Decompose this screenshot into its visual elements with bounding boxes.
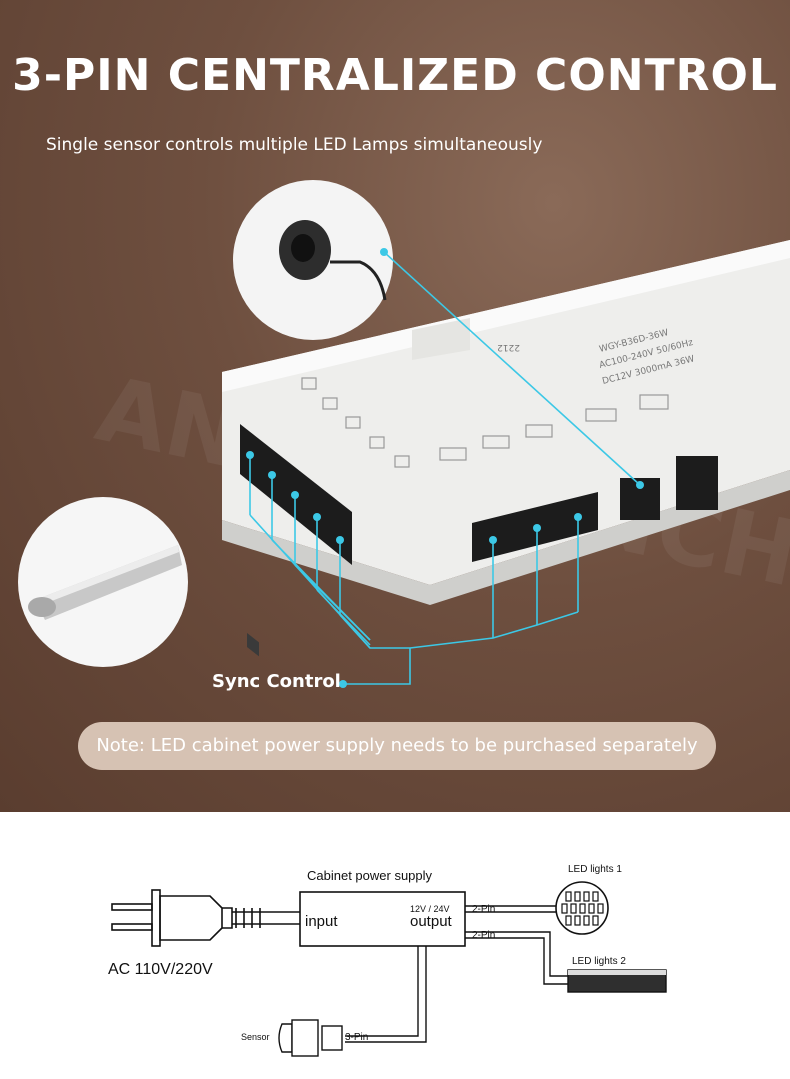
sensor-icon bbox=[278, 1019, 343, 1057]
sensor-label: Sensor bbox=[241, 1032, 270, 1042]
hero-panel: ANNUOSENCHIP 3-PIN CENTRALIZED CONTROL S… bbox=[0, 0, 790, 812]
page-title: 3-PIN CENTRALIZED CONTROL bbox=[12, 50, 778, 101]
voltage-label: 12V / 24V bbox=[410, 904, 450, 914]
page-subtitle: Single sensor controls multiple LED Lamp… bbox=[46, 135, 543, 155]
plug-icon bbox=[111, 889, 300, 947]
sync-control-label: Sync Control bbox=[212, 671, 341, 692]
led-lights-1-icon bbox=[555, 881, 609, 935]
output-label: output bbox=[410, 913, 453, 930]
power-port bbox=[676, 456, 718, 510]
power-supply-box bbox=[299, 891, 466, 947]
input-label: input bbox=[305, 913, 338, 930]
ac-voltage-label: AC 110V/220V bbox=[108, 961, 213, 978]
wiring-diagram-panel: Cabinet power supply input 12V / 24V out… bbox=[0, 812, 790, 1079]
note-banner: Note: LED cabinet power supply needs to … bbox=[78, 722, 716, 770]
wiring-diagram: Cabinet power supply input 12V / 24V out… bbox=[108, 864, 667, 1057]
pin-label-3: 3-Pin bbox=[345, 1032, 368, 1043]
pin-label-1: 2-Pin bbox=[472, 904, 495, 915]
printed-icons bbox=[301, 377, 669, 468]
pin-label-2: 2-Pin bbox=[472, 930, 495, 941]
output-wires bbox=[345, 905, 568, 1043]
led-lights-2-label: LED lights 2 bbox=[572, 956, 626, 967]
power-supply-label: Cabinet power supply bbox=[307, 868, 433, 883]
device-code-label: 2212 bbox=[497, 342, 520, 352]
product-illustration: WGY-B36D-36W AC100-240V 50/60Hz DC12V 30… bbox=[28, 180, 790, 688]
sync-lines bbox=[249, 251, 641, 685]
led-lights-1-label: LED lights 1 bbox=[568, 864, 622, 875]
